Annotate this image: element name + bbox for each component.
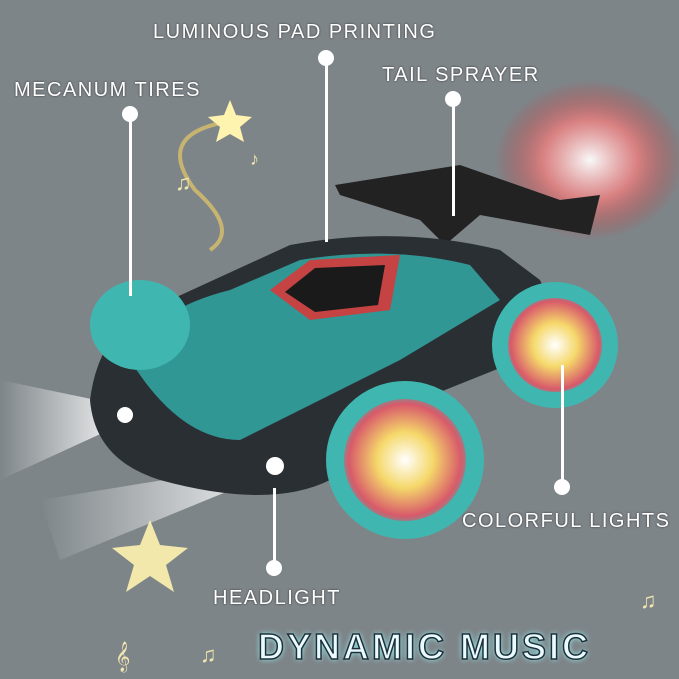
callout-headlight: HEADLIGHT (213, 587, 341, 609)
swirl-trail (178, 118, 241, 252)
callout-tail-sprayer: TAIL SPRAYER (382, 64, 540, 86)
windshield (285, 265, 385, 312)
callout-line (325, 58, 328, 242)
callout-dot (554, 479, 570, 495)
headlight-glow (117, 407, 133, 423)
callout-line (561, 365, 564, 487)
callout-mecanum-tires: MECANUM TIRES (14, 79, 201, 101)
music-note-icon: ♫ (200, 642, 217, 667)
spoiler (335, 165, 600, 245)
callout-colorful-lights: COLORFUL LIGHTS (462, 510, 671, 532)
headlight-glow (266, 457, 284, 475)
wheel-rear-right (492, 282, 618, 408)
music-note-icon: ♫ (640, 588, 657, 613)
music-note-icon: ♪ (250, 149, 259, 169)
wheel-front-right (326, 381, 484, 539)
star-icon (208, 100, 252, 142)
callout-line (129, 114, 132, 296)
banner-dynamic-music: DYNAMIC MUSIC (257, 625, 591, 668)
car-panel (130, 253, 500, 440)
music-note-icon: ♫ (175, 170, 192, 195)
music-note-icon: 𝄞 (115, 641, 130, 673)
callout-line (452, 99, 455, 216)
callout-luminous-pad-printing: LUMINOUS PAD PRINTING (153, 21, 437, 43)
callout-line (273, 488, 276, 568)
callout-dot (266, 560, 282, 576)
star-icon (112, 520, 188, 592)
wheel-front-left (90, 280, 190, 370)
beam-left (0, 380, 120, 480)
